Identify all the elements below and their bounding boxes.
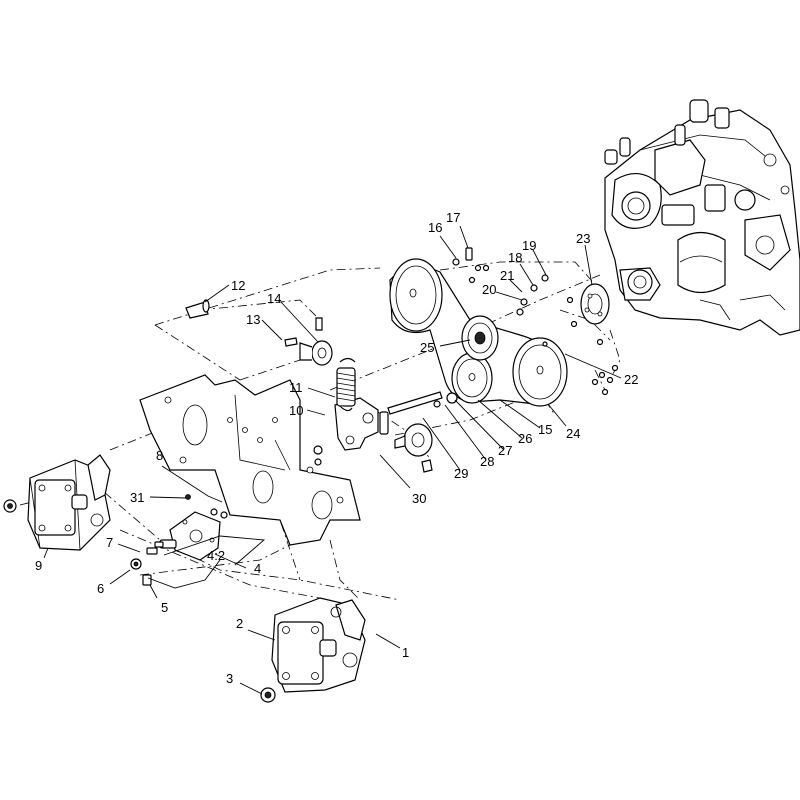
- callout-28: 28: [480, 454, 494, 469]
- callout-23: 23: [576, 231, 590, 246]
- callout-4-2: 4:2: [207, 548, 225, 563]
- engine-assembly: [604, 99, 800, 336]
- callout-10: 10: [289, 403, 303, 418]
- callout-22: 22: [624, 372, 638, 387]
- frame-plate: [139, 374, 361, 546]
- callout-9: 9: [35, 558, 42, 573]
- callout-5: 5: [161, 600, 168, 615]
- idler-arm: [313, 397, 389, 466]
- hardware-fasteners: [452, 247, 619, 396]
- small-fasteners: [3, 494, 276, 703]
- tension-spring: [336, 357, 356, 412]
- callout-2: 2: [236, 616, 243, 631]
- long-bolt: [387, 391, 458, 415]
- leader-lines: [43, 225, 622, 695]
- idler-pulley-lower: [394, 423, 433, 473]
- callout-6: 6: [97, 581, 104, 596]
- callout-24: 24: [566, 426, 580, 441]
- callout-8: 8: [156, 448, 163, 463]
- callout-12: 12: [231, 278, 245, 293]
- callout-4: 4: [254, 561, 261, 576]
- callout-15: 15: [538, 422, 552, 437]
- mounting-bracket: [159, 508, 228, 561]
- callout-7: 7: [106, 535, 113, 550]
- callout-21: 21: [500, 268, 514, 283]
- callout-17: 17: [446, 210, 460, 225]
- callout-18: 18: [508, 250, 522, 265]
- drive-belt-pulleys: [389, 258, 568, 407]
- callout-29: 29: [454, 466, 468, 481]
- callout-3: 3: [226, 671, 233, 686]
- callout-labels: 1 2 3 4 4:2 5 6 7 8 9 10 11 12 13 14 15 …: [35, 210, 638, 686]
- callout-13: 13: [246, 312, 260, 327]
- idler-pulley-small: [185, 299, 333, 366]
- callout-16: 16: [428, 220, 442, 235]
- callout-14: 14: [267, 291, 281, 306]
- callout-27: 27: [498, 443, 512, 458]
- callout-20: 20: [482, 282, 496, 297]
- callout-1: 1: [402, 645, 409, 660]
- callout-26: 26: [518, 431, 532, 446]
- hydraulic-pump-left: [27, 454, 111, 551]
- callout-31: 31: [130, 490, 144, 505]
- callout-11: 11: [289, 380, 303, 395]
- callout-19: 19: [522, 238, 536, 253]
- callout-25: 25: [420, 340, 434, 355]
- hydraulic-pump-lower: [271, 597, 366, 693]
- drive-hub: [580, 283, 610, 325]
- callout-30: 30: [412, 491, 426, 506]
